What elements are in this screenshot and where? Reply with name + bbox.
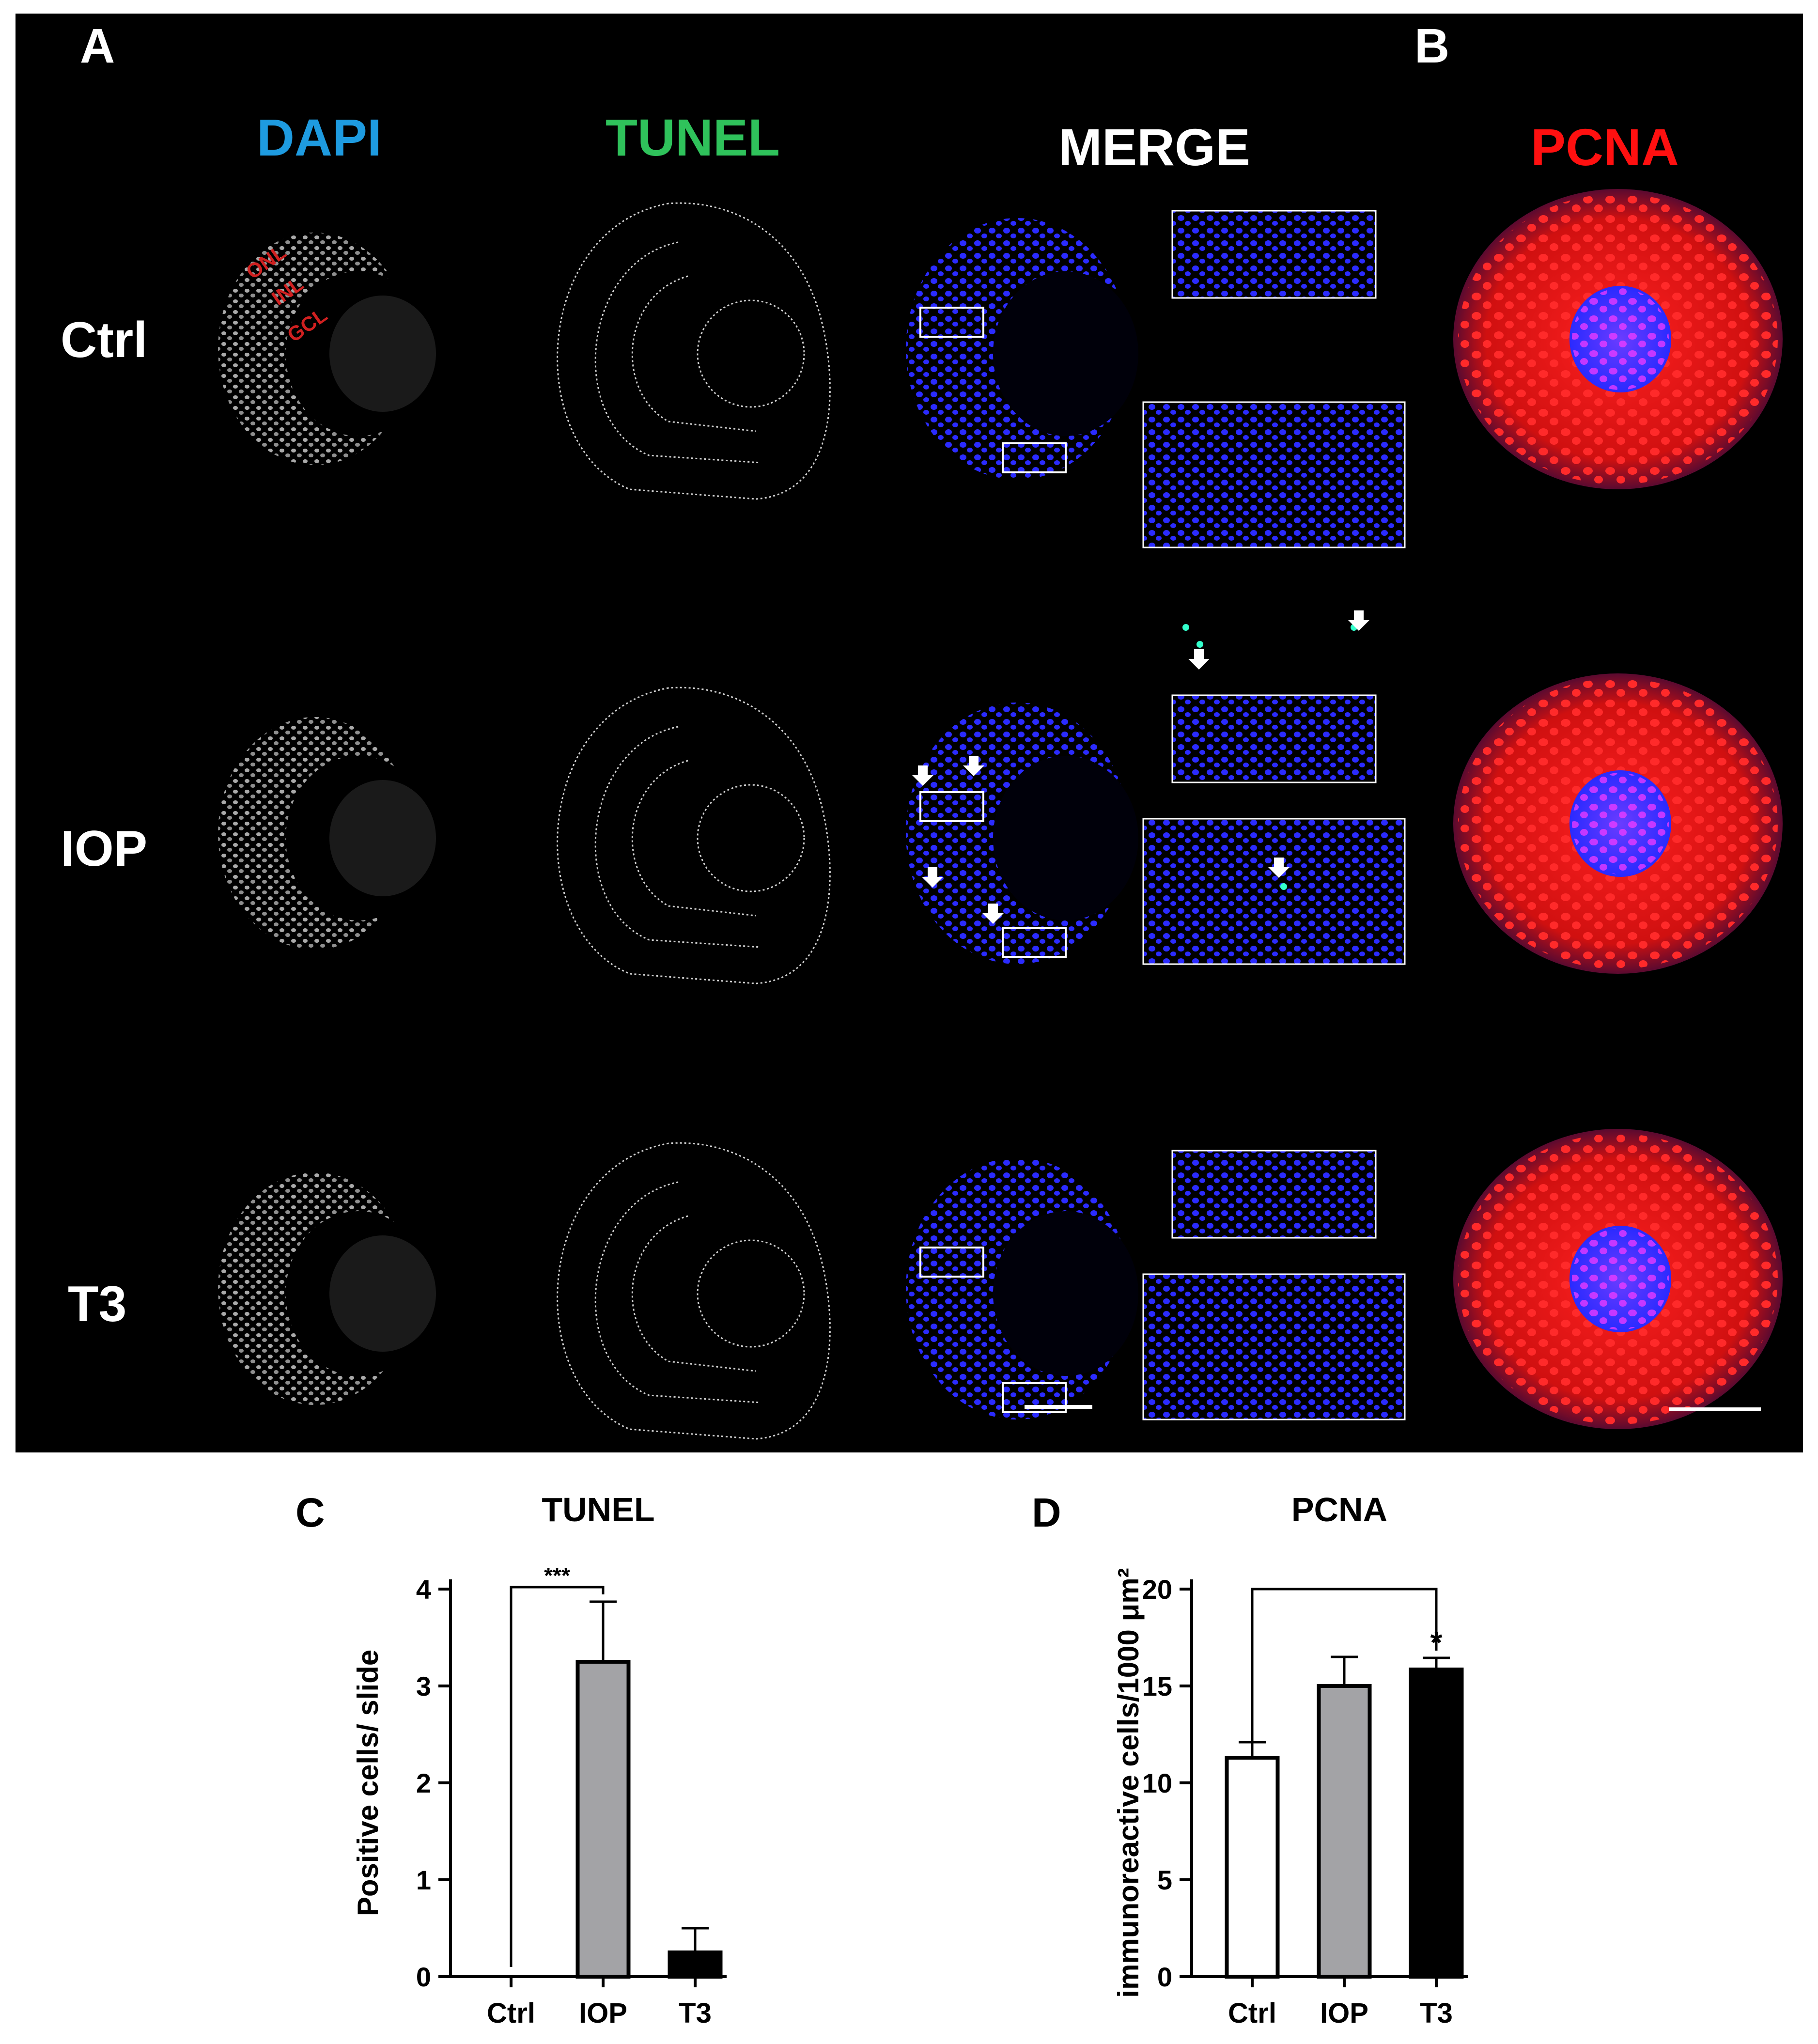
bar-iop xyxy=(1317,1684,1372,1979)
y-tick-label: 0 xyxy=(1157,1962,1172,1992)
merge-inset-iop-0 xyxy=(1171,694,1377,783)
merge-roi-t3-1 xyxy=(1002,1382,1067,1413)
merge-roi-t3-0 xyxy=(919,1247,984,1278)
arrow-icon xyxy=(963,756,984,776)
y-axis-label: Positive cells/ slide xyxy=(352,1650,384,1916)
merge-inset-t3-1 xyxy=(1142,1273,1406,1420)
y-tick-label: 2 xyxy=(416,1768,431,1798)
tunel-outline-t3 xyxy=(557,1142,831,1440)
tunel-positive-cell xyxy=(1196,641,1203,648)
merge-retina-ctrl xyxy=(906,210,1406,548)
y-tick-label: 4 xyxy=(416,1574,431,1605)
dapi-retina-ctrl xyxy=(218,233,436,465)
row-label-t3: T3 xyxy=(68,1276,127,1332)
chart-title: TUNEL xyxy=(542,1492,654,1529)
heading-merge: MERGE xyxy=(1058,118,1251,176)
panel-label-d: D xyxy=(1032,1490,1061,1535)
chart-title: PCNA xyxy=(1291,1492,1387,1529)
scale-bar xyxy=(1669,1407,1761,1411)
dapi-retina-t3 xyxy=(218,1172,436,1405)
merge-roi-iop-1 xyxy=(1002,927,1067,958)
y-tick-label: 15 xyxy=(1142,1671,1172,1701)
pcna-wholemount-iop xyxy=(1453,673,1783,974)
pcna-wholemount-t3 xyxy=(1453,1129,1783,1429)
dapi-retina-iop xyxy=(218,717,436,950)
row-label-ctrl: Ctrl xyxy=(61,312,148,368)
significance-bracket xyxy=(1251,1588,1438,1748)
pcna-wholemount-ctrl xyxy=(1453,189,1783,489)
tunel-positive-cell xyxy=(1280,883,1287,890)
heading-dapi: DAPI xyxy=(257,108,382,167)
merge-inset-t3-0 xyxy=(1171,1150,1377,1239)
significance-bracket xyxy=(510,1586,605,1967)
significance-label: *** xyxy=(544,1563,570,1588)
y-tick-label: 1 xyxy=(416,1865,431,1895)
panel-label-c: C xyxy=(295,1490,325,1535)
x-tick-label: Ctrl xyxy=(1228,1997,1276,2029)
arrow-icon xyxy=(982,904,1004,924)
pcna-bar-chart: PCNA immunoreactive cells/1000 μm² 0 5 10 15 2… xyxy=(1112,1492,1468,2029)
y-tick-label: 10 xyxy=(1142,1768,1172,1798)
scale-bar xyxy=(1025,1405,1092,1409)
significance-label: * xyxy=(1430,1625,1443,1660)
bar-t3 xyxy=(668,1950,723,1979)
merge-inset-ctrl-1 xyxy=(1142,401,1406,548)
arrow-icon xyxy=(1348,610,1369,631)
merge-inset-ctrl-0 xyxy=(1171,210,1377,299)
x-tick-label: T3 xyxy=(1420,1997,1453,2029)
merge-roi-iop-0 xyxy=(919,791,984,822)
arrow-icon xyxy=(922,867,943,888)
microscopy-figure xyxy=(16,14,1803,1452)
merge-roi-ctrl-0 xyxy=(919,307,984,338)
y-tick-label: 0 xyxy=(416,1962,431,1992)
row-label-iop: IOP xyxy=(61,821,148,877)
merge-retina-iop xyxy=(906,694,1406,965)
y-tick-label: 3 xyxy=(416,1671,431,1701)
x-tick-label: Ctrl xyxy=(487,1997,535,2029)
tunel-outline-ctrl xyxy=(557,202,831,500)
x-tick-label: IOP xyxy=(1320,1997,1368,2029)
y-tick-label: 5 xyxy=(1157,1865,1172,1895)
arrow-icon xyxy=(1268,858,1290,878)
bar-ctrl xyxy=(1225,1756,1280,1979)
heading-pcna: PCNA xyxy=(1531,118,1679,176)
bar-iop xyxy=(575,1660,631,1979)
panel-label-b: B xyxy=(1414,19,1450,73)
x-tick-label: IOP xyxy=(579,1997,627,2029)
x-tick-label: T3 xyxy=(679,1997,712,2029)
tunel-outline-iop xyxy=(557,687,831,984)
merge-roi-ctrl-1 xyxy=(1002,442,1067,473)
merge-retina-t3 xyxy=(906,1150,1406,1420)
arrow-icon xyxy=(912,765,933,786)
y-axis-label: immunoreactive cells/1000 μm² xyxy=(1112,1568,1145,1997)
tunel-positive-cell xyxy=(1182,624,1189,631)
y-tick-label: 20 xyxy=(1142,1574,1172,1605)
bar-t3 xyxy=(1409,1668,1464,1979)
merge-inset-iop-1 xyxy=(1142,818,1406,965)
heading-tunel: TUNEL xyxy=(606,108,780,167)
arrow-icon xyxy=(1188,649,1210,670)
panel-label-a: A xyxy=(80,19,115,73)
